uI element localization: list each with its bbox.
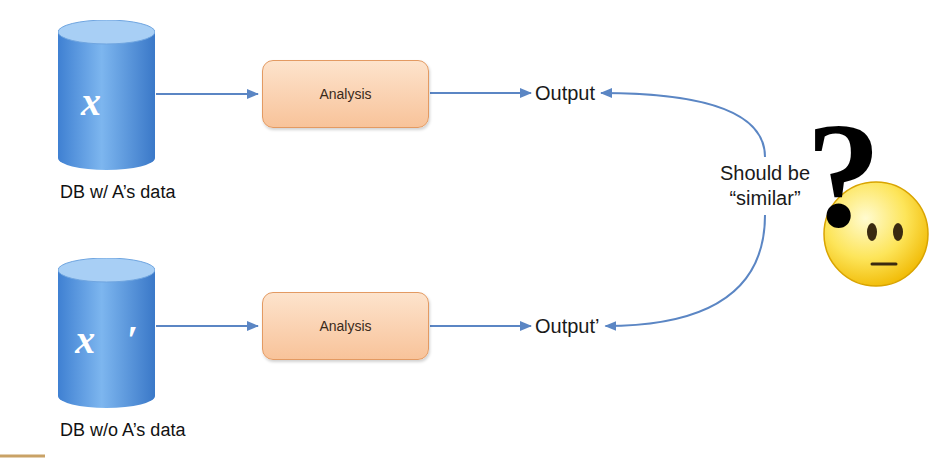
flow-arrow: [156, 93, 258, 95]
flow-arrow: [601, 93, 765, 157]
process-box: Analysis: [262, 60, 429, 128]
corner-rule: [0, 455, 45, 458]
output-text: Output: [535, 81, 595, 106]
flow-arrow: [156, 325, 258, 327]
database-caption: DB w/ A’s data: [60, 182, 175, 204]
output-label: Output’: [535, 314, 599, 339]
flow-arrow: [605, 215, 765, 326]
database-cylinder: x⃗′DB w/o A’s data: [58, 258, 155, 408]
process-label: Analysis: [319, 318, 371, 334]
output-text: Output’: [535, 314, 599, 339]
process-label: Analysis: [319, 86, 371, 102]
vector-symbol: x⃗: [58, 20, 155, 170]
output-label: Output: [535, 81, 595, 106]
process-box: Analysis: [262, 292, 429, 360]
flow-arrow: [430, 325, 531, 327]
vector-symbol: x⃗′: [58, 258, 155, 408]
database-cylinder: x⃗DB w/ A’s data: [58, 20, 155, 170]
flow-arrow: [430, 92, 531, 94]
database-caption: DB w/o A’s data: [60, 420, 185, 442]
question-mark: ?: [806, 100, 881, 250]
